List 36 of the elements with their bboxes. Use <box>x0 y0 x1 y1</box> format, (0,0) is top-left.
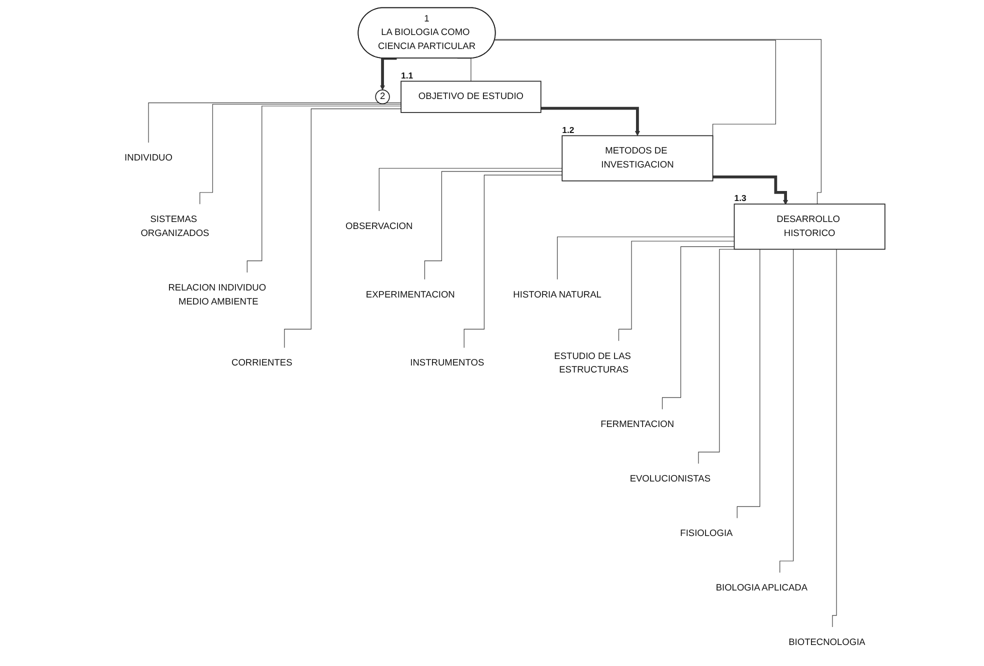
node-text: SISTEMAS ORGANIZADOS <box>140 214 209 238</box>
connector <box>556 236 734 280</box>
node-text: BIOLOGIA APLICADA <box>716 583 808 593</box>
connector <box>494 39 822 204</box>
node-text: HISTORIA NATURAL <box>512 290 602 300</box>
node-text: INDIVIDUO <box>124 153 172 163</box>
node-box <box>400 80 542 113</box>
node-text: OBSERVACION <box>345 221 412 232</box>
node-circle <box>374 90 390 104</box>
section-number: 1.1 <box>400 70 413 80</box>
arrow <box>380 56 396 90</box>
node-text: FISIOLOGIA <box>680 528 732 538</box>
node-text: FERMENTACION <box>600 420 674 430</box>
arrow <box>712 175 788 205</box>
arrow <box>540 106 640 136</box>
connector <box>424 171 562 280</box>
node-text: CORRIENTES <box>231 358 292 368</box>
connector <box>378 168 562 212</box>
connector <box>662 246 734 410</box>
connector <box>618 240 734 342</box>
node-text: ESTUDIO DE LAS ESTRUCTURAS <box>554 351 631 375</box>
node-box <box>734 204 886 250</box>
connector <box>199 104 402 204</box>
node-box <box>561 135 713 182</box>
connector <box>464 174 562 348</box>
node-text: EVOLUCIONISTAS <box>630 474 710 484</box>
connector <box>148 102 402 143</box>
node-text: EXPERIMENTACION <box>366 290 455 300</box>
node-text: INSTRUMENTOS <box>410 358 484 368</box>
node-text: RELACION INDIVIDUO MEDIO AMBIENTE <box>168 282 266 307</box>
concept-map-diagram: 1 LA BIOLOGIA COMO CIENCIA PARTICULAR 2 OBJETIVO DE ESTUDIO METODOS DE INVESTIGACION DESARROLLO HISTORICO INDIVIDUO SISTEMAS ORGANIZADOS RELACION INDIVIDUO MEDIO AMBIENTE CORRIENTES OBSERVACION EXPERIMENTACION INSTRUMENTOS HISTORIA NATURAL ESTUDIO DE LAS ESTRUCTURAS FERMENTACION EVOLUCIONISTAS FISIOLOGIA BIOLOGIA APLICADA BIOTECNOLOGIA 1.1 1.2 1.3 <box>94 3 890 663</box>
connector <box>284 108 402 348</box>
section-number: 1.2 <box>562 124 574 135</box>
connector <box>246 106 402 273</box>
node-text: BIOTECNOLOGIA <box>788 637 866 648</box>
section-number: 1.3 <box>734 193 746 204</box>
